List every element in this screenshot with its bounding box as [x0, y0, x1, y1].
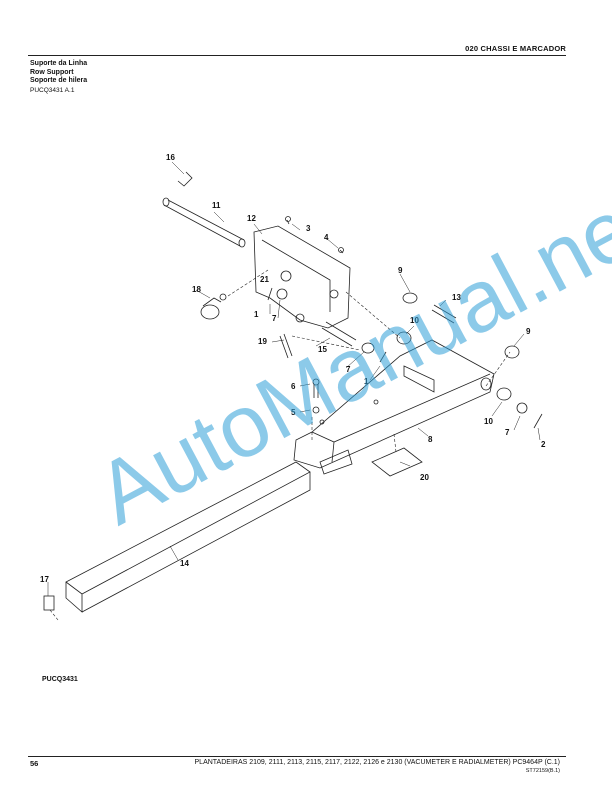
part-16-pin	[177, 171, 193, 187]
callout-10b: 10	[484, 417, 493, 426]
footer-code: ST72159(B.1)	[525, 768, 560, 774]
callout-20: 20	[420, 473, 429, 482]
exploded-parts-diagram: 16 11 12 3 4 21 9 13 18 1 7 10 9 19 15 7…	[40, 153, 546, 621]
callout-9a: 9	[398, 266, 403, 275]
callout-18: 18	[192, 285, 201, 294]
callout-10a: 10	[410, 316, 419, 325]
callout-1b: 1	[364, 377, 369, 386]
figure-code: PUCQ3431	[42, 676, 78, 683]
callout-labels: 16 11 12 3 4 21 9 13 18 1 7 10 9 19 15 7…	[40, 153, 546, 584]
callout-19: 19	[258, 337, 267, 346]
callout-17: 17	[40, 575, 49, 584]
callout-14: 14	[180, 559, 189, 568]
callout-2: 2	[541, 440, 546, 449]
title-spanish: Soporte de hilera	[30, 77, 88, 84]
footer-title: PLANTADEIRAS 2109, 2111, 2113, 2115, 211…	[194, 759, 560, 766]
callout-21: 21	[260, 275, 269, 284]
callout-13: 13	[452, 293, 461, 302]
page-number: 56	[30, 759, 39, 768]
callout-11: 11	[212, 201, 221, 210]
part-12-bracket	[253, 225, 351, 329]
part-20-decal	[371, 447, 423, 477]
callout-5: 5	[291, 408, 296, 417]
figure-id: PUCQ3431 A.1	[30, 87, 75, 94]
part-15-bolt	[321, 321, 357, 347]
callout-16: 16	[166, 153, 175, 162]
callout-6: 6	[291, 382, 296, 391]
section-title: 020 CHASSI E MARCADOR	[465, 44, 566, 53]
callout-8: 8	[428, 435, 433, 444]
part-8-arm	[293, 339, 495, 469]
part-11-shaft	[163, 199, 245, 247]
callout-7b: 7	[346, 365, 351, 374]
title-portuguese: Suporte da Linha	[30, 60, 88, 67]
callout-1a: 1	[254, 310, 259, 319]
callout-12: 12	[247, 214, 256, 223]
figure-titles: Suporte da Linha Row Support Soporte de …	[30, 60, 87, 86]
callout-7c: 7	[505, 428, 510, 437]
callout-4: 4	[324, 233, 329, 242]
footer-divider	[28, 756, 566, 757]
callout-3: 3	[306, 224, 311, 233]
title-english: Row Support	[30, 68, 74, 76]
callout-15: 15	[318, 345, 327, 354]
header-divider	[28, 55, 566, 56]
callout-9b: 9	[526, 327, 531, 336]
callout-7a: 7	[272, 314, 277, 323]
part-14-tube	[65, 461, 311, 613]
